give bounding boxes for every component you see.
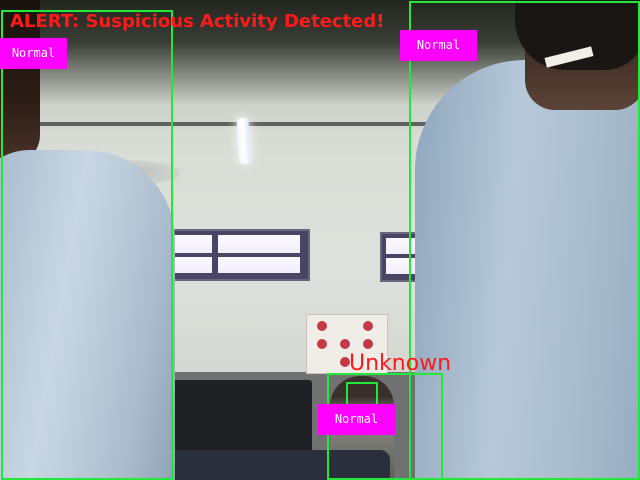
alert-banner: ALERT: Suspicious Activity Detected! xyxy=(10,11,385,32)
detection-label-center: Normal xyxy=(318,404,395,435)
wall-poster xyxy=(306,314,388,374)
detection-box-right xyxy=(409,1,640,480)
person-right xyxy=(405,0,640,480)
detection-label-left: Normal xyxy=(0,38,67,69)
ceiling-rail xyxy=(20,122,490,126)
face-label: Unknown xyxy=(349,351,452,376)
person-left xyxy=(0,0,175,480)
monitor xyxy=(170,380,312,460)
chair xyxy=(150,450,390,480)
detection-box-left xyxy=(1,10,173,480)
detection-label-right: Normal xyxy=(400,30,477,61)
